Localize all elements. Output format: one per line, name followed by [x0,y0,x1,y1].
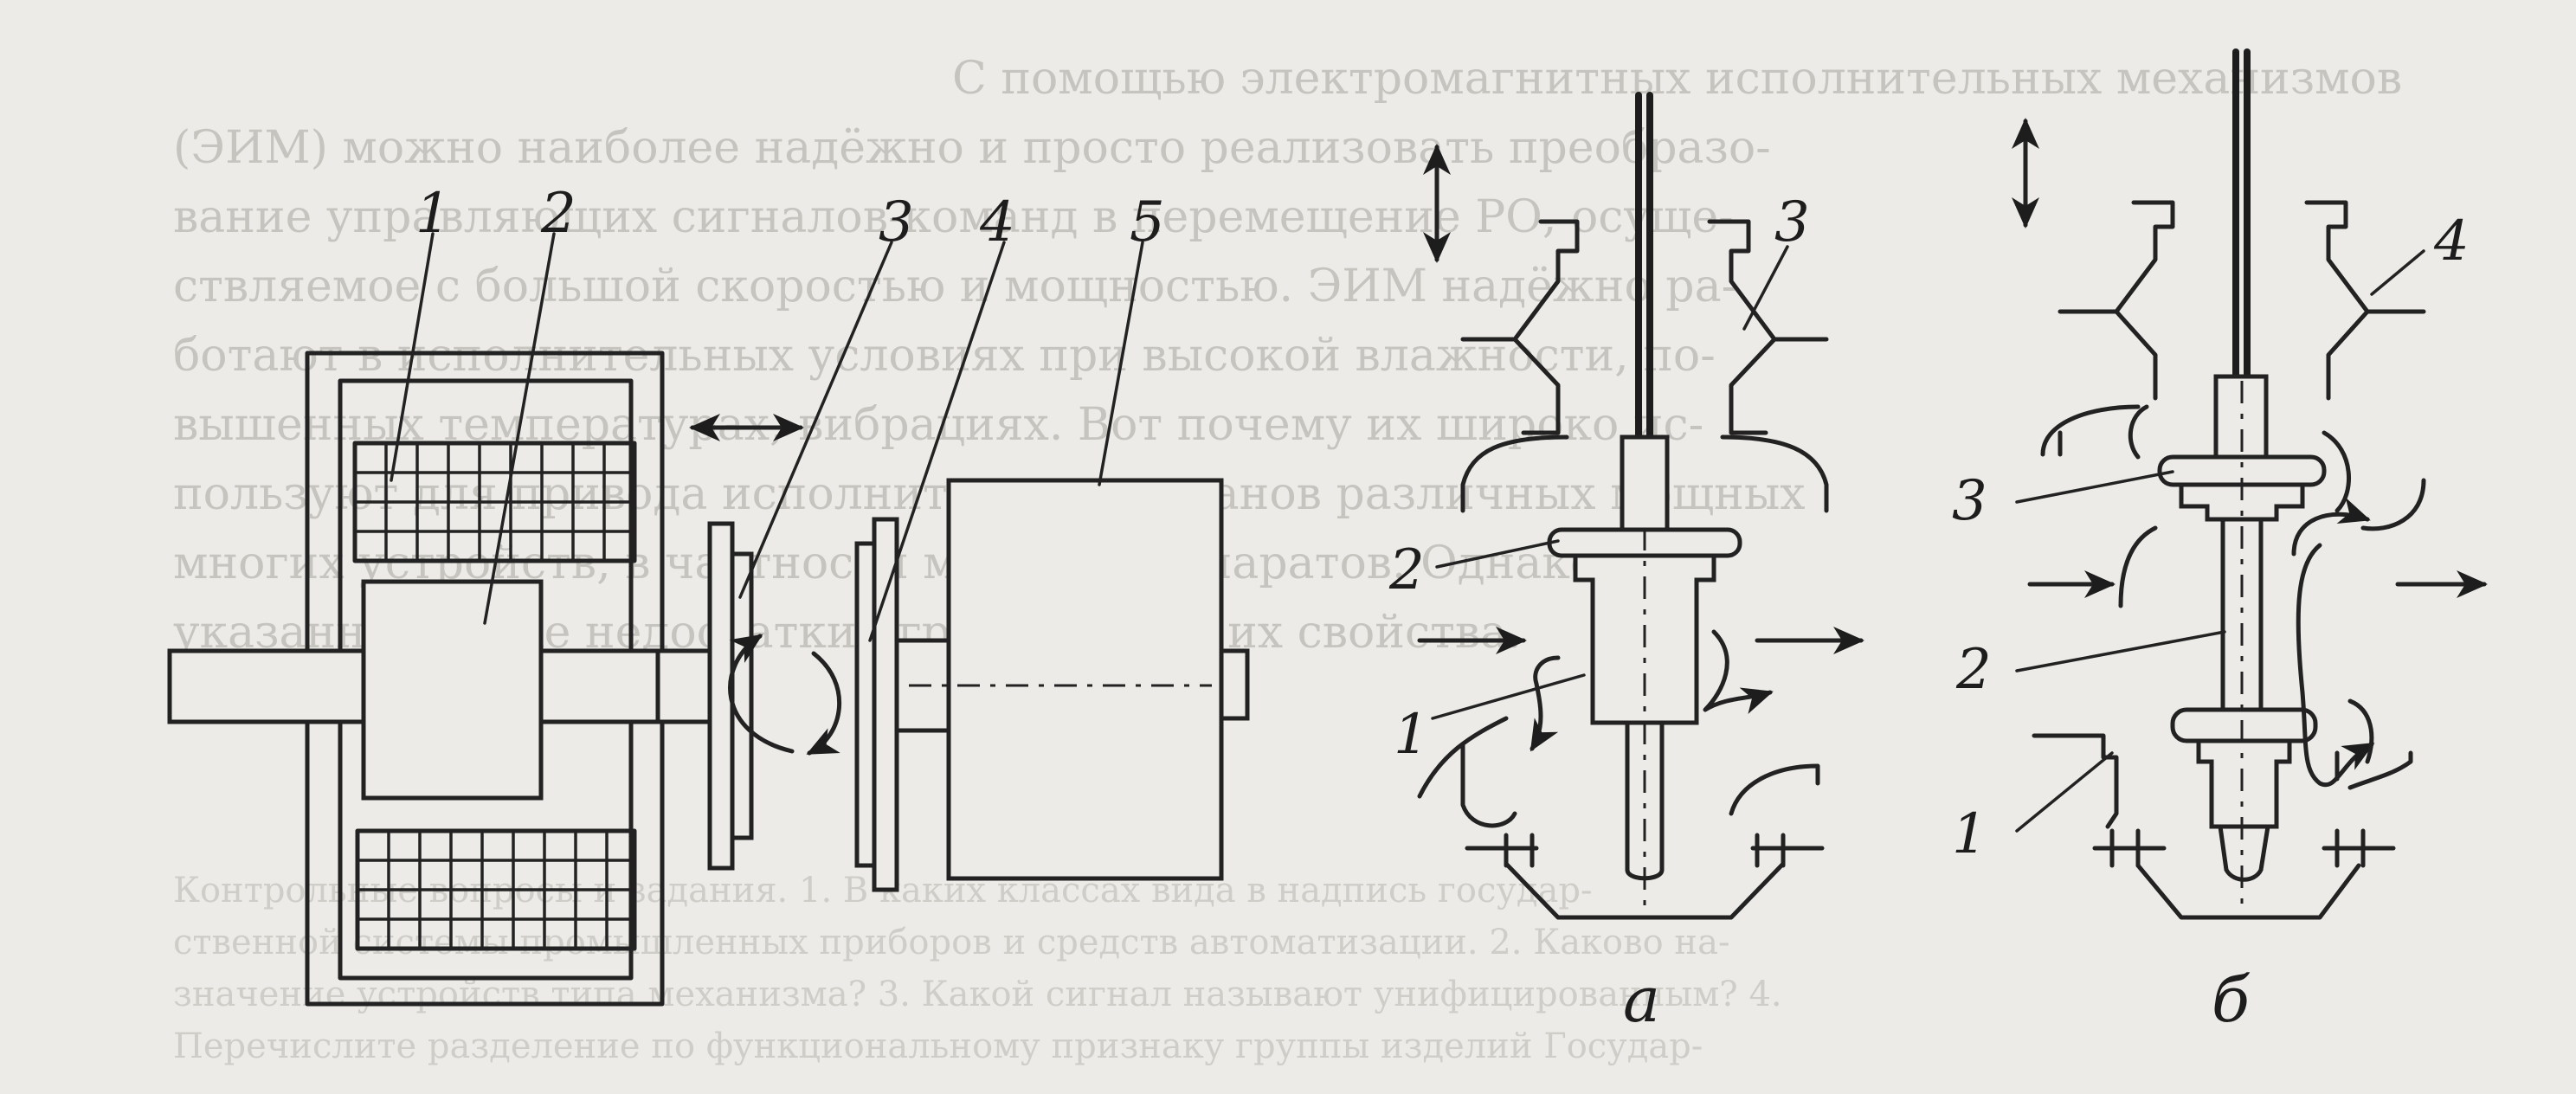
plug-tail-a [1625,720,1665,881]
rotation-arrow-left [728,634,795,754]
caption-b: б [2212,963,2251,1036]
ghost-line-2: вание управляющих сигналов-команд в пере… [173,191,1734,243]
friction-disk-4 [854,541,877,868]
label-a-2: 2 [1388,538,1425,602]
load-5 [946,478,1224,881]
ghost-foot-1: ственной системы промышленных приборов и… [173,923,1729,962]
ghost-foot-2: значение устройств типа механизма? 3. Ка… [173,975,1782,1014]
coil-upper [352,441,637,563]
label-b-1: 1 [1952,802,1987,866]
ghost-line-4: ботают в исполнительных условиях при выс… [173,330,1716,382]
valve-diagram-b: 4 3 2 1 б [1952,48,2488,1036]
label-3-disk: 3 [879,190,914,254]
label-b-4: 4 [2433,209,2470,274]
stem-guide-a [1620,434,1670,535]
clutch-diagram: 1 2 3 4 5 [167,182,1250,1007]
label-b-3: 3 [1952,469,1987,533]
friction-disk-3 [707,521,735,871]
ghost-line-0: С помощью электромагнитных исполнительны… [952,53,2402,105]
ghost-foot-3: Перечислите разделение по функциональном… [173,1026,1703,1066]
ghost-line-3: ствляемое с большой скоростью и мощность… [173,261,1736,312]
caption-a: а [1623,963,1660,1036]
label-b-2: 2 [1955,638,1992,702]
ghost-line-1: (ЭИМ) можно наиболее надёжно и просто ре… [173,122,1771,174]
valve-diagram-a: 3 2 1 а [1388,92,1864,1036]
bleed-through-paragraph: С помощью электромагнитных исполнительны… [173,53,2402,659]
label-5-load: 5 [1130,190,1165,254]
label-a-1: 1 [1394,703,1429,767]
shaft-stub [655,648,712,724]
coil-lower [355,828,637,951]
load-shaft-end [1219,648,1250,721]
flow-curve-b [2296,543,2375,788]
label-4-disk: 4 [979,190,1015,254]
label-2-rotor: 2 [540,182,576,246]
rotor-core [361,579,544,801]
lower-plug-b [2170,707,2318,743]
label-1-coil: 1 [415,182,451,246]
flow-curve-a-1 [1530,655,1561,752]
label-a-3: 3 [1774,190,1810,254]
rotation-arrow-right [806,651,842,756]
